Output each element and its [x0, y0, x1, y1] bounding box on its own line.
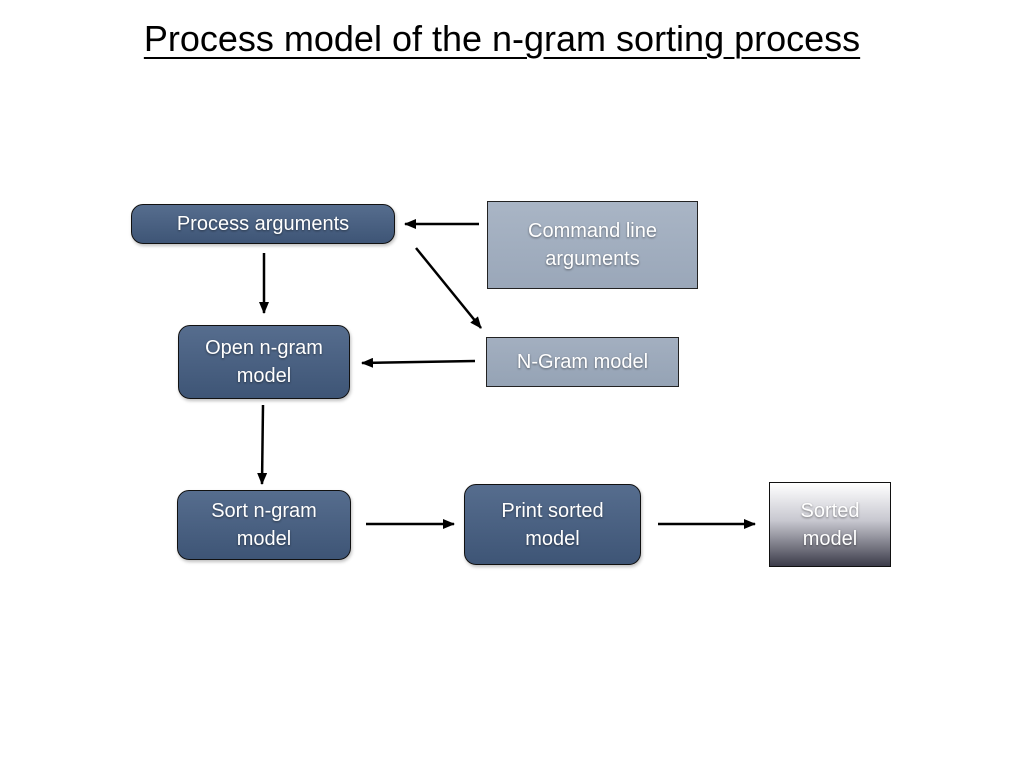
command-line-arguments-label: Command line arguments: [528, 220, 657, 270]
print-sorted-model-node: Print sorted model: [464, 484, 641, 565]
process-arguments-node: Process arguments: [131, 204, 395, 244]
sort-ngram-model-label: Sort n-gram model: [211, 500, 317, 550]
open-ngram-model-node: Open n-gram model: [178, 325, 350, 399]
open-ngram-model-label: Open n-gram model: [205, 337, 323, 387]
sort-ngram-model-node: Sort n-gram model: [177, 490, 351, 560]
page-title: Process model of the n-gram sorting proc…: [143, 18, 861, 59]
arrow-open-ngram-model-to-sort-ngram-model: [257, 404, 268, 485]
arrow-process-arguments-to-ngram-model: [415, 247, 482, 329]
sorted-model-node: Sorted model: [769, 482, 891, 567]
process-arguments-label: Process arguments: [176, 213, 350, 235]
ngram-model-label: N-Gram model: [516, 351, 649, 373]
arrow-ngram-model-to-open-ngram-model: [361, 357, 476, 368]
ngram-model-node: N-Gram model: [486, 337, 679, 387]
command-line-arguments-node: Command line arguments: [487, 201, 698, 289]
sorted-model-label: Sorted model: [800, 499, 860, 550]
print-sorted-model-label: Print sorted model: [501, 499, 604, 550]
